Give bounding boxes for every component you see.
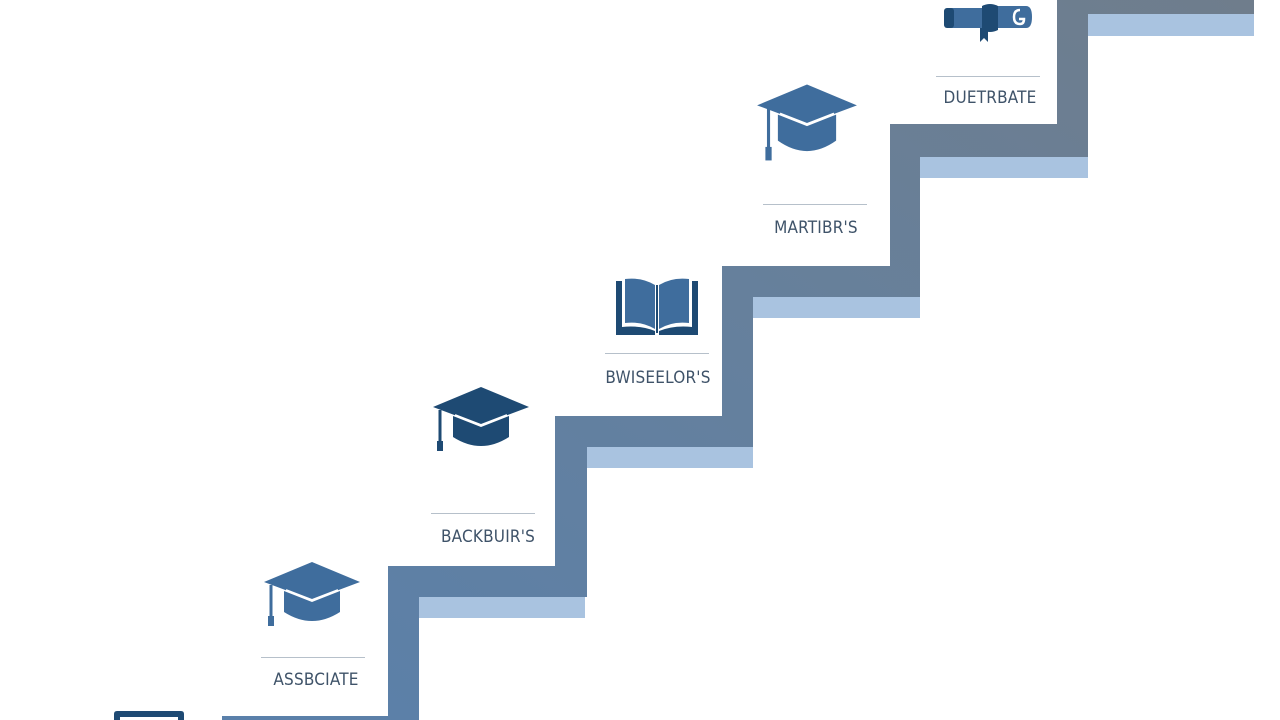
step-label-bachelors-2: BWISEELOR'S xyxy=(605,368,711,388)
step-label-bachelors: BACKBUIR'S xyxy=(440,527,536,547)
graduation-cap-icon xyxy=(433,387,529,451)
step-divider xyxy=(261,657,365,658)
step-divider xyxy=(936,76,1040,77)
tread-shadow-4 xyxy=(920,157,1088,178)
laptop-icon xyxy=(114,711,184,720)
open-book-icon xyxy=(616,278,698,335)
tread-shadow-2 xyxy=(587,447,753,468)
diploma-scroll-icon xyxy=(944,4,1032,42)
step-divider xyxy=(763,204,867,205)
step-label-doctorate: DUETRBATE xyxy=(943,88,1037,108)
step-label-associate: ASSBCIATE xyxy=(273,670,359,690)
tread-shadow-1 xyxy=(419,597,585,618)
graduation-cap-icon xyxy=(757,84,857,161)
step-divider xyxy=(605,353,709,354)
stair-line xyxy=(222,0,1254,720)
graduation-cap-icon xyxy=(264,562,360,626)
tread-shadow-3 xyxy=(753,297,920,318)
step-label-masters: MARTIBR'S xyxy=(774,218,858,238)
tread-shadow-5 xyxy=(1088,14,1254,36)
step-divider xyxy=(431,513,535,514)
